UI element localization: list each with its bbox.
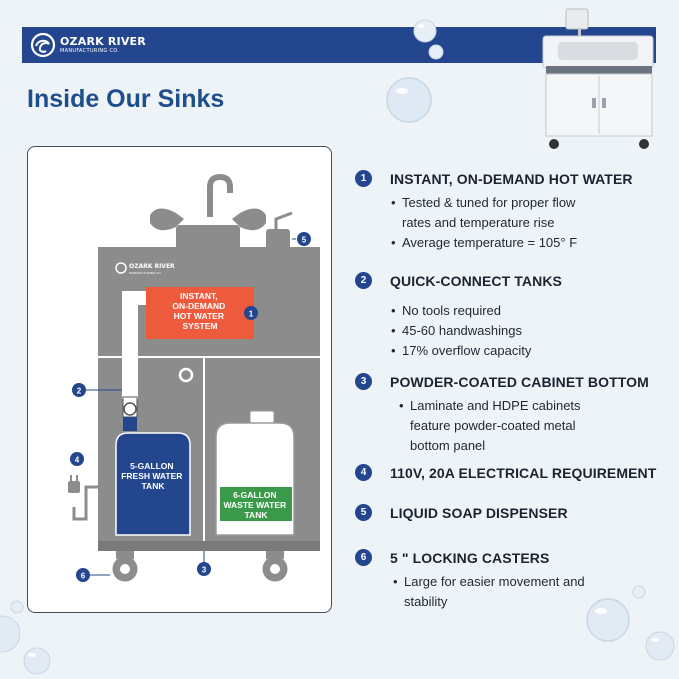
faucet-icon [207, 173, 233, 217]
electrical-plug-icon [68, 481, 80, 493]
bubble-decoration [386, 77, 432, 123]
bullet-line: bottom panel [410, 438, 486, 453]
feature-bullet: No tools required [391, 301, 665, 321]
bullet-line: 17% overflow capacity [402, 343, 532, 358]
feature-bullet: Laminate and HDPE cabinets feature powde… [399, 396, 665, 456]
feature-hot-water: 1 INSTANT, ON-DEMAND HOT WATER Tested & … [355, 170, 665, 253]
bubble-decoration [428, 44, 444, 60]
svg-text:1: 1 [249, 310, 254, 319]
feature-title: LIQUID SOAP DISPENSER [390, 504, 568, 521]
fresh-water-tank [115, 432, 191, 536]
feature-bullet: Large for easier movement and stability [393, 572, 665, 612]
diagram-logo-name: OZARK RIVER [129, 263, 175, 270]
feature-number-badge: 4 [355, 464, 372, 481]
bullet-line: stability [404, 594, 448, 609]
logo-swirl-icon [30, 32, 56, 58]
sink-diagram-card: OZARK RIVER MANUFACTURING CO. INSTANT, O… [27, 146, 332, 613]
bubble-decoration [10, 600, 24, 614]
bullet-line: Large for easier movement and [404, 574, 585, 589]
bubble-decoration [645, 631, 675, 661]
right-handle-icon [232, 208, 266, 231]
feature-electrical: 4 110V, 20A ELECTRICAL REQUIREMENT [355, 464, 665, 481]
feature-bullet: 45-60 handwashings [391, 321, 665, 341]
svg-text:5: 5 [302, 236, 307, 245]
bullet-line: Tested & tuned for proper flow [402, 195, 576, 210]
bubble-decoration [0, 615, 20, 653]
feature-title: INSTANT, ON-DEMAND HOT WATER [390, 170, 633, 187]
feature-bullet: Tested & tuned for proper flow rates and… [391, 193, 665, 233]
heater-label-line: INSTANT, [180, 291, 218, 301]
waste-tank-label-line: 6-GALLON [233, 490, 276, 500]
waste-tank-label-line: TANK [245, 510, 269, 520]
fresh-tank-label-line: TANK [142, 481, 166, 491]
sink-product-photo [542, 8, 654, 149]
brand-logo: OZARK RIVER MANUFACTURING CO. [30, 31, 150, 59]
bullet-line: 45-60 handwashings [402, 323, 522, 338]
feature-title: QUICK-CONNECT TANKS [390, 272, 562, 289]
bullet-line: No tools required [402, 303, 501, 318]
svg-text:4: 4 [75, 456, 80, 465]
svg-text:6-GALLON WASTE WATER: 6-GALLON WASTE WATER TANK [223, 490, 288, 520]
bubble-decoration [413, 19, 437, 43]
faucet-base [176, 225, 240, 251]
feature-number-badge: 2 [355, 272, 372, 289]
hot-water-heater [146, 287, 254, 339]
feature-title: 110V, 20A ELECTRICAL REQUIREMENT [390, 464, 657, 481]
feature-number-badge: 1 [355, 170, 372, 187]
bullet-line: Laminate and HDPE cabinets [410, 398, 581, 413]
fresh-tank-label-line: 5-GALLON [130, 461, 173, 471]
callout-badge-4: 4 [70, 452, 84, 466]
waste-tank-label-line: WASTE WATER [223, 500, 286, 510]
feature-number-badge: 5 [355, 504, 372, 521]
feature-cabinet-bottom: 3 POWDER-COATED CABINET BOTTOM Laminate … [355, 373, 665, 456]
feature-title: 5 " LOCKING CASTERS [390, 549, 550, 566]
feature-title: POWDER-COATED CABINET BOTTOM [390, 373, 649, 390]
heater-label-line: ON-DEMAND [172, 301, 225, 311]
heater-label-line: SYSTEM [183, 321, 218, 331]
feature-soap-dispenser: 5 LIQUID SOAP DISPENSER [355, 504, 665, 521]
svg-text:5-GALLON FRESH WATER: 5-GALLON FRESH WATER TANK [121, 461, 185, 491]
svg-text:6: 6 [81, 572, 86, 581]
diagram-logo-icon [115, 262, 127, 274]
brand-subtitle: MANUFACTURING CO. [60, 48, 120, 54]
callout-badge-3: 3 [197, 562, 211, 576]
feature-casters: 6 5 " LOCKING CASTERS Large for easier m… [355, 549, 665, 612]
sink-cutaway-diagram: OZARK RIVER MANUFACTURING CO. INSTANT, O… [68, 173, 320, 585]
heater-label-line: HOT WATER [174, 311, 224, 321]
svg-text:2: 2 [77, 387, 82, 396]
bullet-line: feature powder-coated metal [410, 418, 576, 433]
bubble-decoration [23, 647, 51, 675]
feature-number-badge: 3 [355, 373, 372, 390]
feature-number-badge: 6 [355, 549, 372, 566]
svg-text:3: 3 [202, 566, 207, 575]
left-handle-icon [150, 208, 184, 231]
fresh-tank-label-line: FRESH WATER [121, 471, 182, 481]
feature-quick-connect: 2 QUICK-CONNECT TANKS No tools required … [355, 272, 665, 361]
callout-badge-5: 5 [297, 232, 311, 246]
callout-badge-2: 2 [72, 383, 86, 397]
callout-badge-6: 6 [76, 568, 90, 582]
bullet-line: rates and temperature rise [402, 215, 555, 230]
waste-tank-label-box [220, 487, 292, 521]
brand-name: OZARK RIVER [60, 35, 146, 48]
bullet-line: Average temperature = 105° F [402, 235, 578, 250]
svg-text:INSTANT, ON-DEMAND: INSTANT, ON-DEMAND HOT WATER SYSTEM [172, 291, 227, 331]
diagram-logo-sub: MANUFACTURING CO. [129, 271, 161, 275]
feature-bullet: Average temperature = 105° F [391, 233, 665, 253]
feature-bullet: 17% overflow capacity [391, 341, 665, 361]
page-title: Inside Our Sinks [27, 85, 225, 113]
callout-badge-1: 1 [244, 306, 258, 320]
water-pipe [122, 291, 138, 399]
